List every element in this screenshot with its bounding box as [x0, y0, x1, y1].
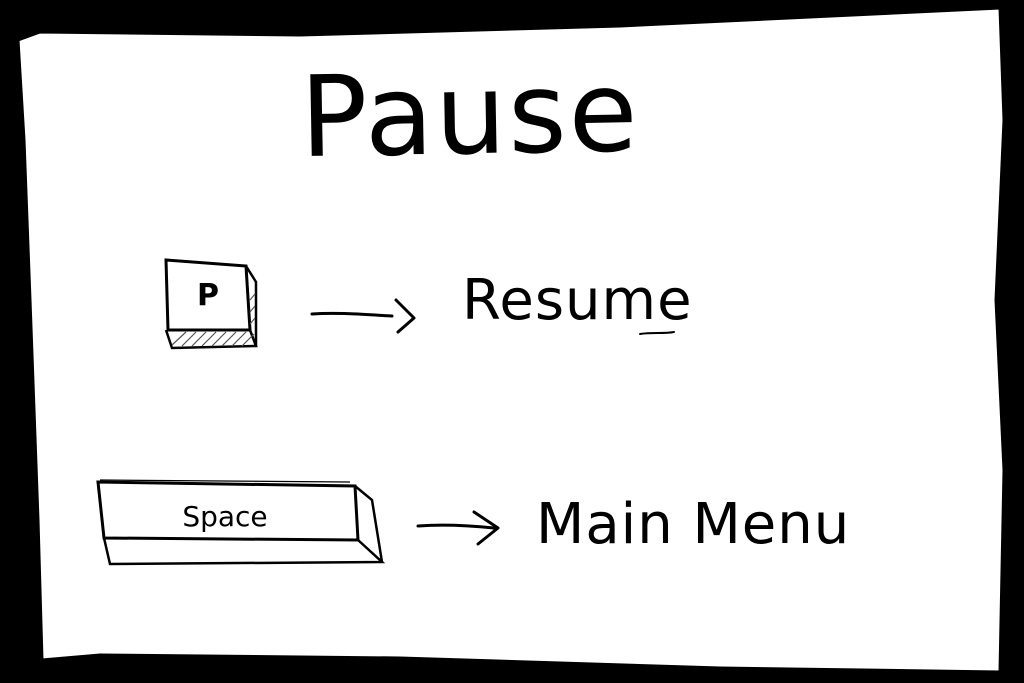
- page-title: Pause: [298, 47, 641, 184]
- spacebar-label: Space: [182, 500, 268, 533]
- arrow-right-icon: [416, 510, 500, 546]
- resume-option[interactable]: Resume: [462, 268, 693, 333]
- spacebar-icon: [96, 479, 386, 566]
- keycap-p-icon: [164, 258, 258, 350]
- arrow-right-icon: [310, 298, 416, 334]
- keycap-p-label: P: [197, 278, 219, 313]
- main-menu-option[interactable]: Main Menu: [536, 492, 851, 557]
